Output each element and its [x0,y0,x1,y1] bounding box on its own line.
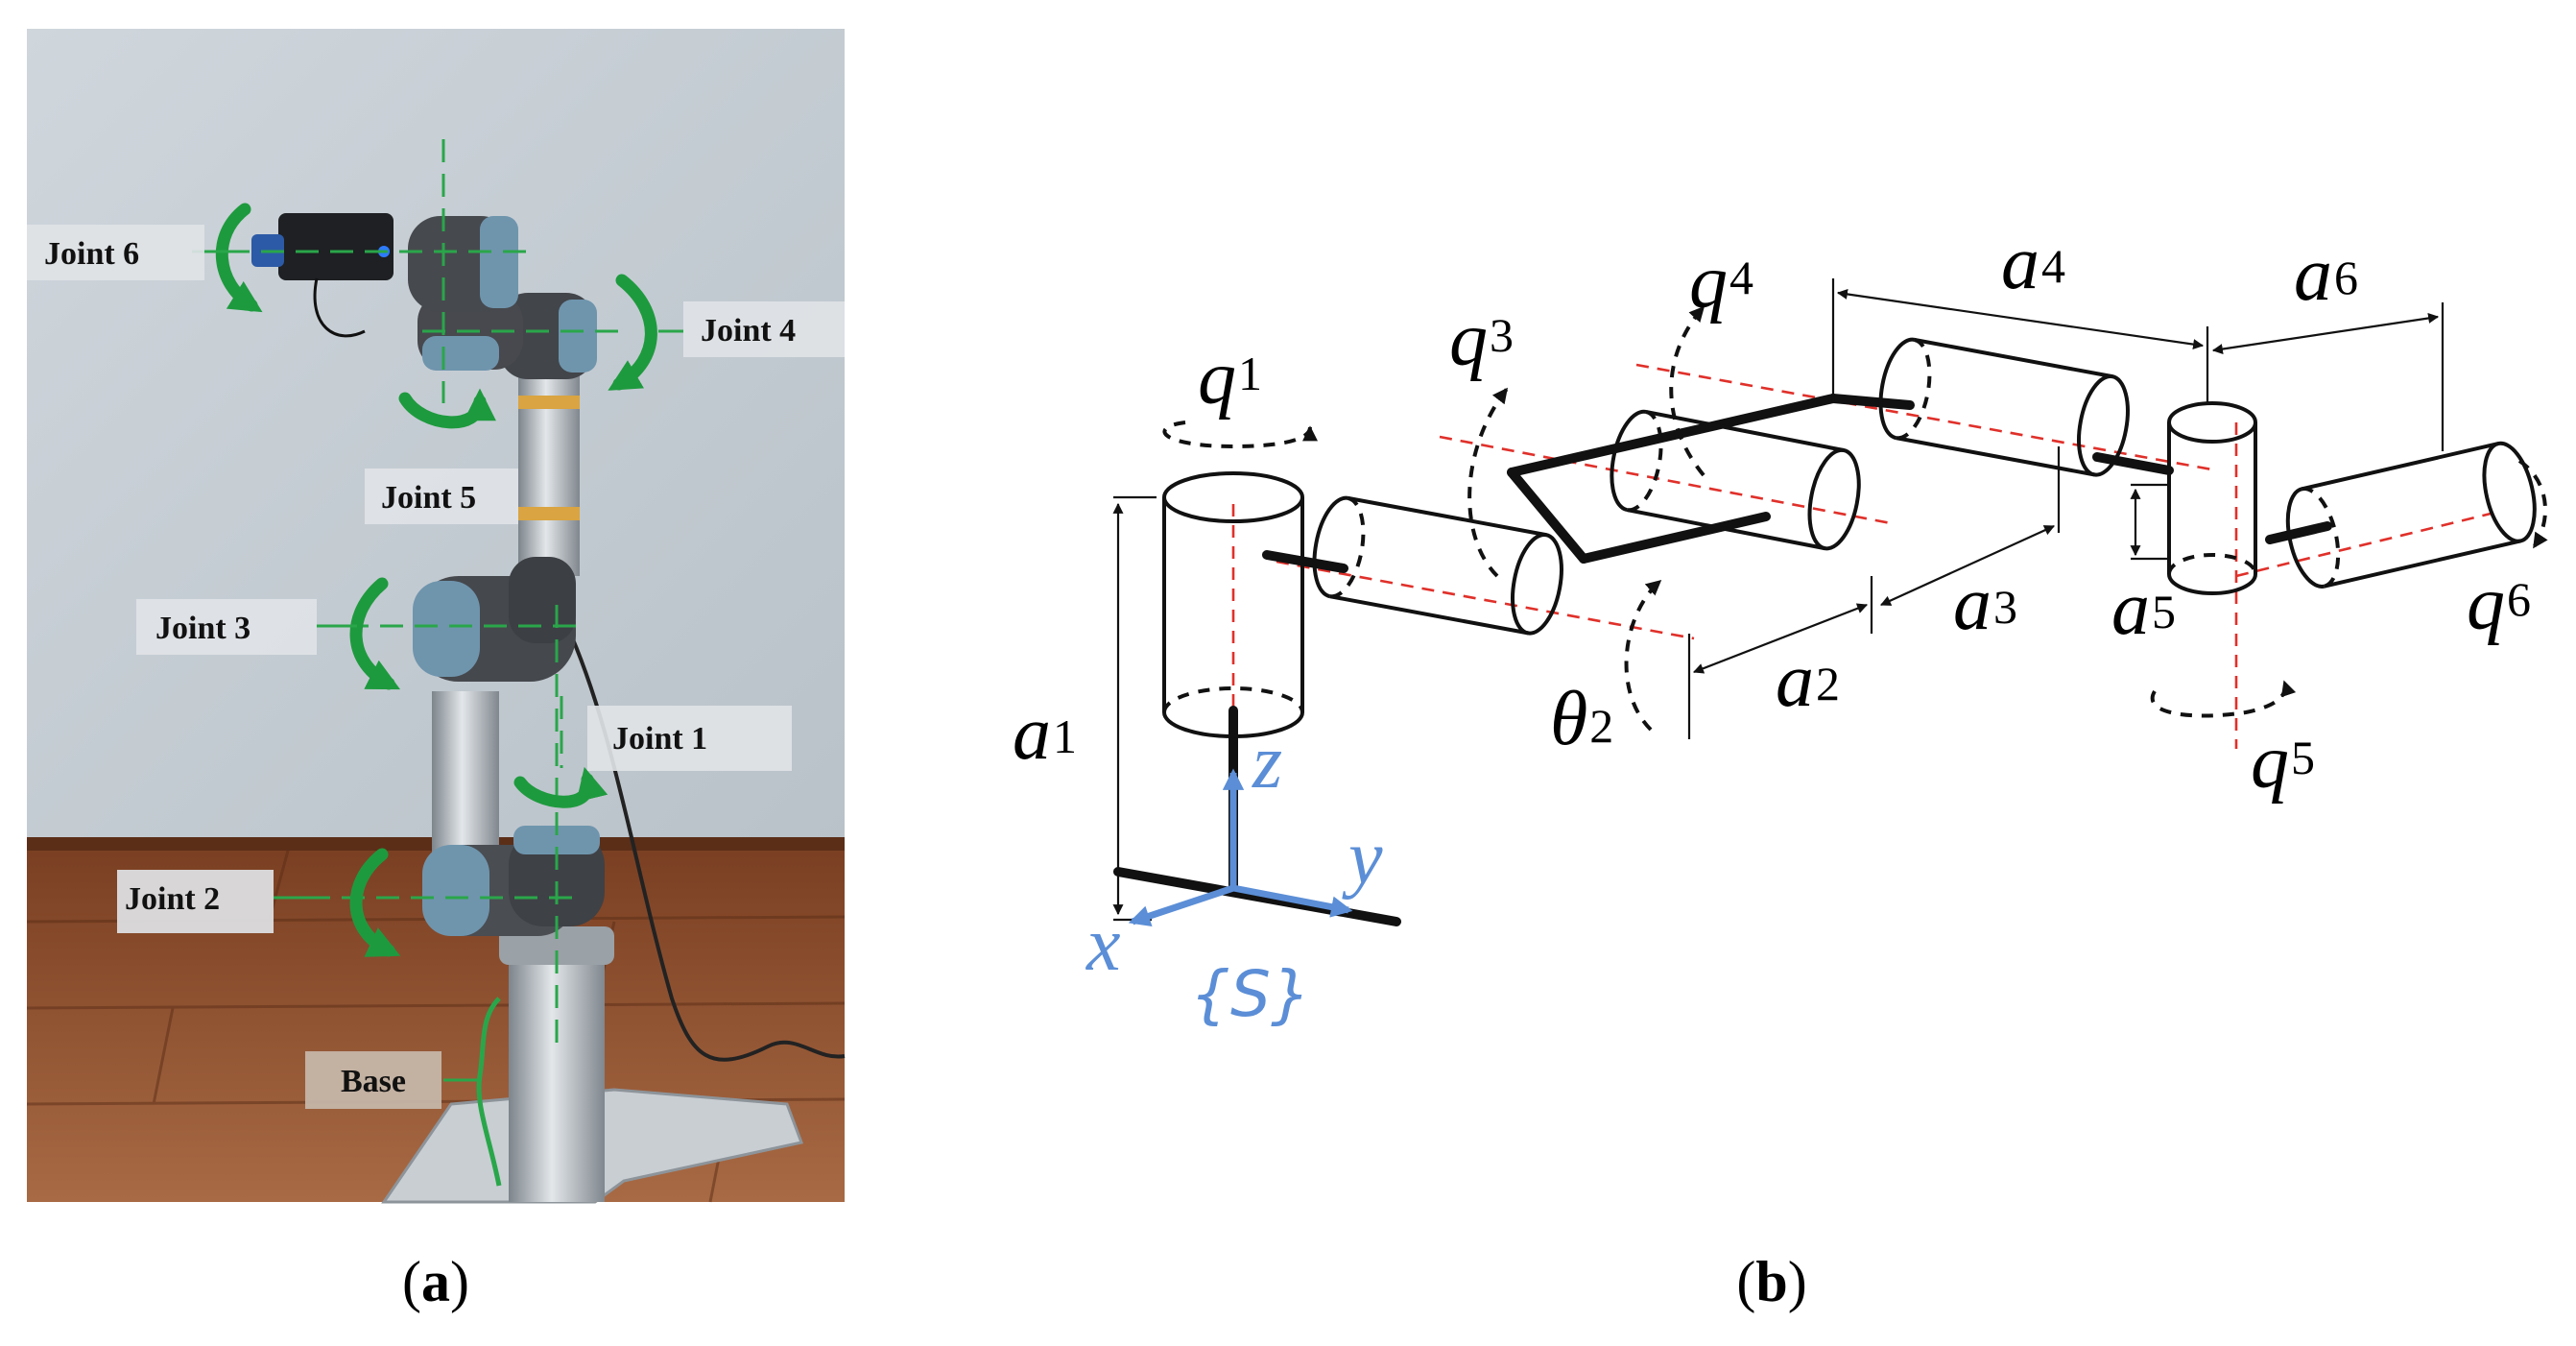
q1-rotation-icon [1162,421,1318,449]
symbol-q5: q5 [2251,720,2315,805]
dimension-a4 [1831,278,2209,403]
dimension-a6 [2211,302,2445,451]
joint-2-cap [422,845,489,936]
joint-6-cylinder [2285,441,2537,589]
symbol-a5: a5 [2111,566,2176,651]
dimension-a5 [2130,483,2171,561]
symbol-a4: a4 [2001,221,2065,305]
label-joint-4: Joint 4 [658,301,845,357]
joint-3-cylinder [1610,409,1861,551]
svg-text:Joint 4: Joint 4 [701,313,796,349]
label-joint-2: Joint 2 [117,870,322,933]
symbol-q6: q6 [2467,562,2531,646]
frame-axes [1128,768,1353,926]
svg-text:Joint 5: Joint 5 [381,480,476,516]
axis-label-y: y [1342,816,1383,901]
joint-5-rotation-icon [398,388,496,429]
tape-band-1 [518,396,580,409]
rotation-arrows [1162,305,2548,732]
q3-rotation-icon [1467,387,1509,578]
label-joint-5: Joint 5 [365,469,518,524]
joint-axis-dashes [1231,363,2492,758]
end-effector [278,213,394,280]
joint-1-cylinder [1162,471,1304,738]
axis-label-x: x [1085,902,1121,987]
svg-text:Joint 2: Joint 2 [125,881,220,917]
joint-4-rotation-icon [608,274,657,391]
symbol-a3: a3 [1953,562,2017,646]
joint-3-elbow [509,557,576,643]
axis-label-z: z [1252,720,1282,805]
panel-a-photo: Joint 6 Joint 4 Joint 5 Joint 3 Joint 1 … [26,29,846,1204]
theta2-rotation-icon [1624,579,1662,732]
joint-2-cylinder [1312,495,1563,636]
symbol-a1: a1 [1013,691,1077,776]
joint-6-rotation-icon [216,203,263,313]
symbol-a6: a6 [2294,232,2358,317]
dimension-a3 [1879,446,2061,607]
symbol-q4: q4 [1689,240,1753,324]
joint-rotation-markers [216,203,657,957]
joint-1-rotation-icon [513,766,608,808]
caption-a: (a) [402,1250,469,1313]
label-base: Base [305,1051,441,1109]
symbol-a2: a2 [1776,638,1840,723]
svg-text:Joint 1: Joint 1 [612,721,707,757]
label-joint-1: Joint 1 [587,706,792,771]
joint-4-cap [559,300,597,373]
dimension-a1 [1112,495,1157,922]
x-axis-arrow [1128,884,1235,926]
symbol-q3: q3 [1449,298,1514,382]
panel-b-schematic: x y z {S} q1 q3 q4 a4 a6 a1 θ2 a2 a3 a5 … [1013,221,2548,1031]
joint-5-cap [422,336,499,371]
dimension-a2 [1687,576,1873,739]
joint-2-rotation-icon [349,848,401,957]
y-axis-arrow [1232,884,1353,918]
symbol-theta2: θ2 [1550,677,1613,761]
label-joint-3: Joint 3 [136,599,357,655]
tape-band-2 [518,507,580,520]
frame-label-s: {S} [1190,957,1311,1031]
joint-5-cylinder [2167,401,2257,595]
base-bracket [476,997,502,1187]
svg-text:Base: Base [341,1064,406,1099]
q5-rotation-icon [2150,680,2297,718]
q6-rotation-icon [2517,459,2548,549]
joint-3-cap [413,581,480,677]
joint-1-cap [513,826,600,854]
joint-3-rotation-icon [349,577,401,690]
label-joint-6: Joint 6 [27,225,230,280]
link-lower [432,691,499,864]
q4-rotation-icon [1669,305,1705,477]
end-effector-cable [313,277,366,338]
joint-6-cap [480,216,518,308]
symbol-q1: q1 [1198,336,1262,421]
svg-text:Joint 3: Joint 3 [155,611,250,646]
caption-b: (b) [1736,1250,1806,1313]
svg-text:Joint 6: Joint 6 [44,236,139,272]
